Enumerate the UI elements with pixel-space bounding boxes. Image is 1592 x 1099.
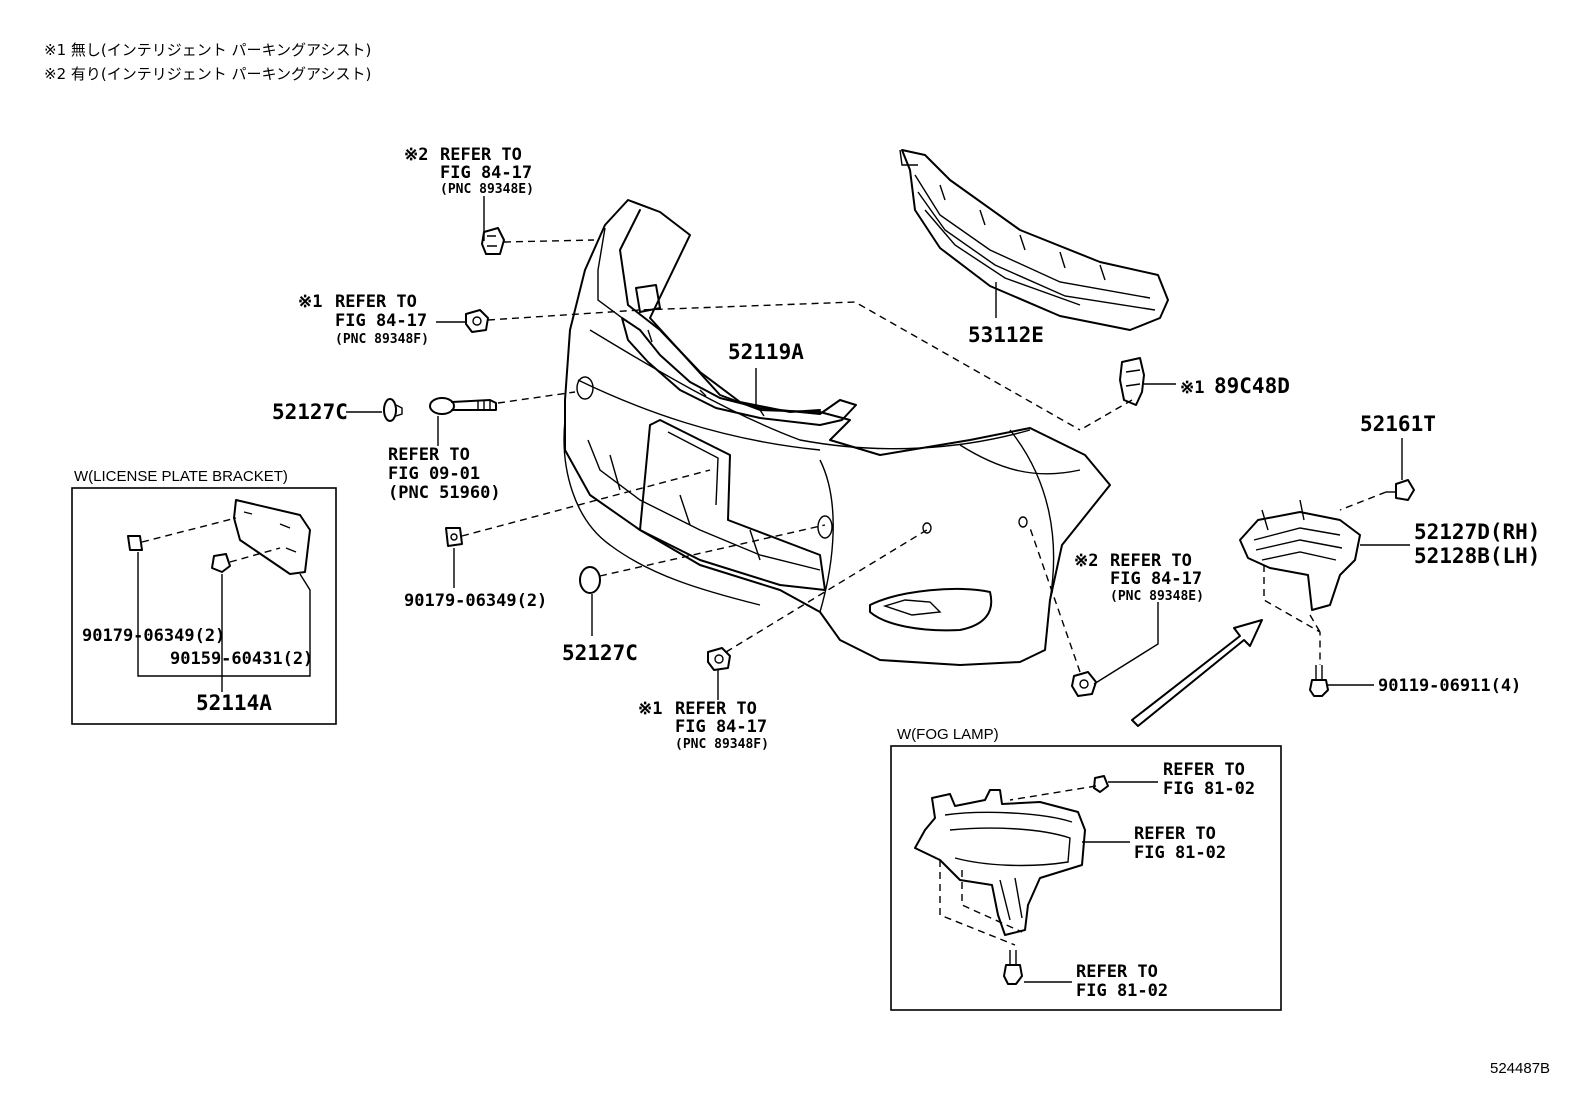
bumper-cover-drawing: [563, 199, 1111, 666]
callout-ref-8417-e-right: ※2 REFER TO FIG 84-17 (PNC 89348E): [1074, 551, 1204, 604]
callout-line1: REFER TO: [335, 292, 417, 312]
license-clip-drawing: [127, 535, 143, 551]
fog-ref-a-line1: REFER TO: [1163, 760, 1245, 780]
callout-ref-8417-f-left: ※1 REFER TO FIG 84-17 (PNC 89348F): [298, 292, 429, 347]
callout-line2: FIG 84-17: [440, 163, 532, 183]
fog-cover-part: [1239, 499, 1361, 611]
assembly-lines: [461, 239, 1387, 673]
diagram-id: 524487B: [1490, 1060, 1550, 1077]
callout-ref-8417-e-top: ※2 REFER TO FIG 84-17 (PNC 89348E): [404, 145, 534, 197]
sensor-retainer-part: [1119, 357, 1145, 406]
sensor-clip-left-part: [465, 309, 489, 333]
fog-ref-a-line2: FIG 81-02: [1163, 779, 1255, 799]
direction-arrow: [1131, 619, 1263, 727]
marker: ※2: [1074, 551, 1098, 571]
grille-drawing: [899, 149, 1169, 331]
part-89C48D-label: 89C48D: [1214, 374, 1290, 398]
part-52161T-label: 52161T: [1360, 412, 1436, 436]
callout-line1: REFER TO: [675, 699, 757, 719]
license-90179-label: 90179-06349(2): [82, 626, 225, 646]
callout-line1: REFER TO: [1110, 551, 1192, 571]
bolt-90119-part: [1309, 665, 1329, 697]
reinforcement-drawing: [621, 284, 857, 426]
leader-lines: [346, 196, 1410, 700]
callout-line2: FIG 09-01: [388, 464, 480, 484]
sensor-holder-bottom-part: [707, 647, 731, 671]
marker: ※1: [638, 699, 662, 719]
fog-ref-b-line2: FIG 81-02: [1134, 843, 1226, 863]
part-90179-label: 90179-06349(2): [404, 591, 547, 611]
fog-ref-b-line1: REFER TO: [1134, 824, 1216, 844]
retainer-52161T-part: [1386, 479, 1415, 501]
part-52128B-label: 52128B(LH): [1414, 544, 1540, 568]
sensor-holder-top-part: [481, 227, 505, 255]
fog-lamp-drawing: [914, 775, 1109, 985]
callout-pnc: (PNC 89348E): [1110, 589, 1204, 604]
fog-ref-c-line1: REFER TO: [1076, 962, 1158, 982]
fog-lamp-inset: W(FOG LAMP) REFER TO FIG 81-02 REFER TO …: [890, 726, 1282, 1011]
callout-pnc: (PNC 89348E): [440, 182, 534, 197]
license-box-frame: [71, 487, 337, 725]
marker: ※2: [404, 145, 428, 165]
callout-pnc: (PNC 89348F): [335, 332, 429, 347]
part-52127D-label: 52127D(RH): [1414, 520, 1540, 544]
callout-line2: FIG 84-17: [675, 717, 767, 737]
fog-ref-c-line2: FIG 81-02: [1076, 981, 1168, 1001]
note-with-parking-assist: ※2 有り(インテリジェント パーキングアシスト): [44, 65, 371, 83]
license-90159-label: 90159-60431(2): [170, 649, 313, 669]
callout-pnc: (PNC 51960): [388, 483, 501, 503]
part-52127C-left-label: 52127C: [272, 400, 348, 424]
hole-cap-bottom-part: [579, 566, 601, 594]
part-89C48D-marker: ※1: [1180, 378, 1204, 398]
part-52127C-bottom-label: 52127C: [562, 641, 638, 665]
callout-ref-0901: REFER TO FIG 09-01 (PNC 51960): [388, 445, 501, 503]
callout-ref-8417-f-bottom: ※1 REFER TO FIG 84-17 (PNC 89348F): [638, 699, 769, 752]
license-52114A-label: 52114A: [196, 691, 272, 715]
part-53112E-label: 53112E: [968, 323, 1044, 347]
license-screw-drawing: [211, 553, 231, 573]
callout-line2: FIG 84-17: [1110, 569, 1202, 589]
marker: ※1: [298, 292, 322, 312]
part-52119A-label: 52119A: [728, 340, 804, 364]
part-90119-label: 90119-06911(4): [1378, 676, 1521, 696]
callout-pnc: (PNC 89348F): [675, 737, 769, 752]
sensor-holder-right-part: [1071, 671, 1097, 697]
clip-90179-part: [445, 527, 463, 547]
callout-line2: FIG 84-17: [335, 311, 427, 331]
callout-line1: REFER TO: [440, 145, 522, 165]
hole-cap-left-part: [383, 398, 403, 422]
license-box-title: W(LICENSE PLATE BRACKET): [74, 468, 288, 485]
license-plate-bracket-inset: W(LICENSE PLATE BRACKET) 90179-06349(2) …: [71, 468, 337, 725]
callout-line1: REFER TO: [388, 445, 470, 465]
license-bracket-drawing: [233, 499, 311, 575]
fog-box-title: W(FOG LAMP): [897, 726, 999, 743]
note-without-parking-assist: ※1 無し(インテリジェント パーキングアシスト): [44, 41, 371, 59]
towing-eye-part: [429, 397, 497, 415]
fog-box-frame: [890, 745, 1282, 1011]
